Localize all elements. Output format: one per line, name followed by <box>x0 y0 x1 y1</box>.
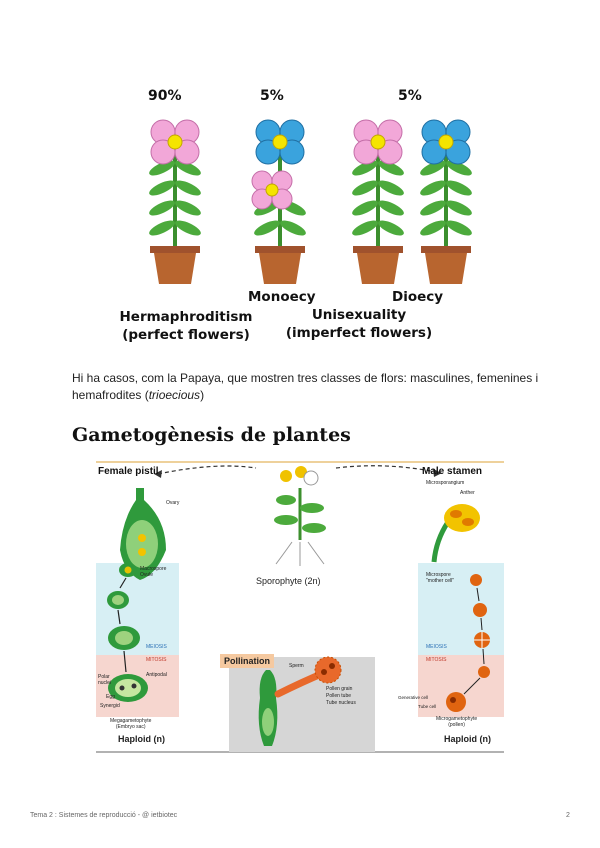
label-monoecy: Monoecy <box>248 289 316 305</box>
label-meiosis-right: MEIOSIS <box>426 644 447 650</box>
percent-hermaphroditism: 90% <box>148 88 182 104</box>
label-tube-nucleus: Tube nucleus <box>326 700 356 706</box>
label-pollen-parts: Pollen grain Pollen tube Tube nucleus <box>326 686 356 707</box>
label-ovary: Ovary <box>166 500 180 506</box>
plant-hermaphrodite <box>147 119 203 284</box>
label-megagametophyte-2: (Embryo sac) <box>115 724 146 730</box>
footer-text: Tema 2 : Sistemes de reproducció - @ iet… <box>30 812 178 819</box>
label-dioecy: Dioecy <box>392 289 444 305</box>
label-hermaphroditism: Hermaphroditism (perfect flowers) <box>116 308 256 344</box>
section-title: Gametogènesis de plantes <box>72 424 351 446</box>
label-herm-line2: (perfect flowers) <box>122 327 250 343</box>
gametogenesis-artwork <box>96 461 504 753</box>
body-paragraph: Hi ha casos, com la Papaya, que mostren … <box>72 370 542 404</box>
paragraph-italic-term: trioecious <box>148 388 201 402</box>
label-anther: Anther <box>460 490 475 496</box>
label-female-pistil: Female pistil <box>98 466 159 477</box>
label-unisexuality: Unisexuality (imperfect flowers) <box>284 306 434 342</box>
label-uni-line2: (imperfect flowers) <box>285 325 433 341</box>
label-macrospore-ovule: Macrospore Ovule <box>140 566 166 578</box>
label-male-stamen: Male stamen <box>422 466 483 477</box>
label-mitosis-left: MITOSIS <box>146 657 167 663</box>
gametogenesis-diagram: Female pistil Male stamen Ovary Macrospo… <box>96 460 504 754</box>
label-megagametophyte-1: Megagametophyte <box>110 718 152 724</box>
label-antipodal: Antipodal <box>146 672 167 678</box>
label-microspore: Microspore "mother cell" <box>426 572 454 584</box>
percent-monoecy: 5% <box>260 88 284 104</box>
label-generative-cell: Generative cell <box>398 695 429 700</box>
label-pollen-tube: Pollen tube <box>326 693 352 699</box>
label-microgametophyte-2: (pollen) <box>448 722 465 728</box>
label-mitosis-right: MITOSIS <box>426 657 447 663</box>
label-meiosis-left: MEIOSIS <box>146 644 167 650</box>
label-uni-line1: Unisexuality <box>311 307 407 323</box>
label-haploid-left: Haploid (n) <box>118 734 165 744</box>
label-sporophyte: Sporophyte (2n) <box>256 576 321 586</box>
label-herm-line1: Hermaphroditism <box>119 309 253 325</box>
label-megagametophyte: Megagametophyte (Embryo sac) <box>110 718 151 730</box>
label-pollen-grain: Pollen grain <box>326 686 353 692</box>
label-sperm: Sperm <box>289 663 304 669</box>
label-microgametophyte-1: Microgametophyte <box>436 716 478 722</box>
flower-pots-illustration <box>147 119 474 284</box>
label-pollination: Pollination <box>220 654 274 668</box>
percent-dioecy: 5% <box>398 88 422 104</box>
label-synergid: Synergid <box>100 703 120 709</box>
label-nuclei: nuclei <box>98 680 112 686</box>
label-haploid-right: Haploid (n) <box>444 734 491 744</box>
label-microsporangium: Microsporangium <box>426 480 465 486</box>
label-egg: Egg <box>106 694 115 700</box>
plant-dioecy-female <box>350 119 406 284</box>
label-ovule: Ovule <box>140 572 154 578</box>
label-tube-cell: Tube cell <box>418 704 437 709</box>
label-microspore-2: "mother cell" <box>426 578 455 584</box>
page-number: 2 <box>566 812 570 819</box>
label-microgametophyte: Microgametophyte (pollen) <box>436 716 477 728</box>
label-polar-nuclei: Polar nuclei <box>98 674 111 686</box>
paragraph-close: ) <box>200 388 205 402</box>
plant-dioecy-male <box>418 119 474 284</box>
plant-monoecy <box>251 119 308 284</box>
label-polar: Polar <box>98 674 110 680</box>
label-macrospore: Macrospore <box>140 566 167 572</box>
paragraph-text: Hi ha casos, com la Papaya, que mostren … <box>72 371 539 402</box>
label-microspore-1: Microspore <box>426 572 451 578</box>
